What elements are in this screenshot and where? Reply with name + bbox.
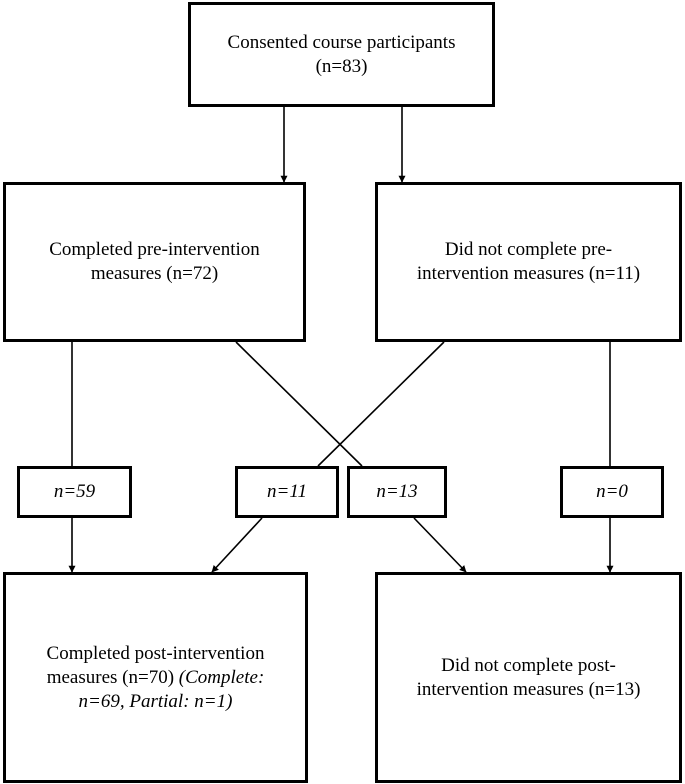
post-completed-box: Completed post-intervention measures (n=… xyxy=(3,572,308,783)
flow-count-n0-label: n=0 xyxy=(596,481,628,502)
consented-participants-box: Consented course participants (n=83) xyxy=(188,2,495,107)
post-completed-line2: measures (n=70) xyxy=(46,666,175,688)
pre-completed-line1: Completed pre-intervention xyxy=(49,239,260,260)
pre-not-completed-line2: intervention measures (n=11) xyxy=(416,263,641,284)
arrow-n13-to-post-not-completed xyxy=(413,517,467,573)
pre-not-completed-box: Did not complete pre- intervention measu… xyxy=(375,182,682,342)
flow-count-n11: n=11 xyxy=(235,466,339,518)
post-completed-line1: Completed post-intervention xyxy=(46,642,265,664)
post-not-completed-line1: Did not complete post- xyxy=(441,654,616,676)
flow-count-n13: n=13 xyxy=(347,466,447,518)
flow-count-n13-label: n=13 xyxy=(376,481,418,502)
post-not-completed-line2: intervention measures (n=13) xyxy=(416,678,641,700)
pre-not-completed-line1: Did not complete pre- xyxy=(444,239,613,260)
line-pre-completed-to-n13 xyxy=(235,341,363,467)
consented-line1: Consented course participants xyxy=(227,31,456,53)
post-completed-note1: (Complete: xyxy=(178,666,265,688)
consented-line2: (n=83) xyxy=(315,55,368,77)
flow-count-n59-label: n=59 xyxy=(53,481,96,502)
post-not-completed-box: Did not complete post- intervention meas… xyxy=(375,572,682,783)
flow-count-n11-label: n=11 xyxy=(267,481,307,502)
line-pre-not-completed-to-n11 xyxy=(317,341,445,467)
pre-completed-box: Completed pre-intervention measures (n=7… xyxy=(3,182,306,342)
flow-count-n59: n=59 xyxy=(17,466,132,518)
arrow-n11-to-post-completed xyxy=(211,517,263,573)
post-completed-note2: n=69, Partial: n=1) xyxy=(78,690,233,712)
pre-completed-line2: measures (n=72) xyxy=(90,263,219,284)
flow-count-n0: n=0 xyxy=(560,466,664,518)
